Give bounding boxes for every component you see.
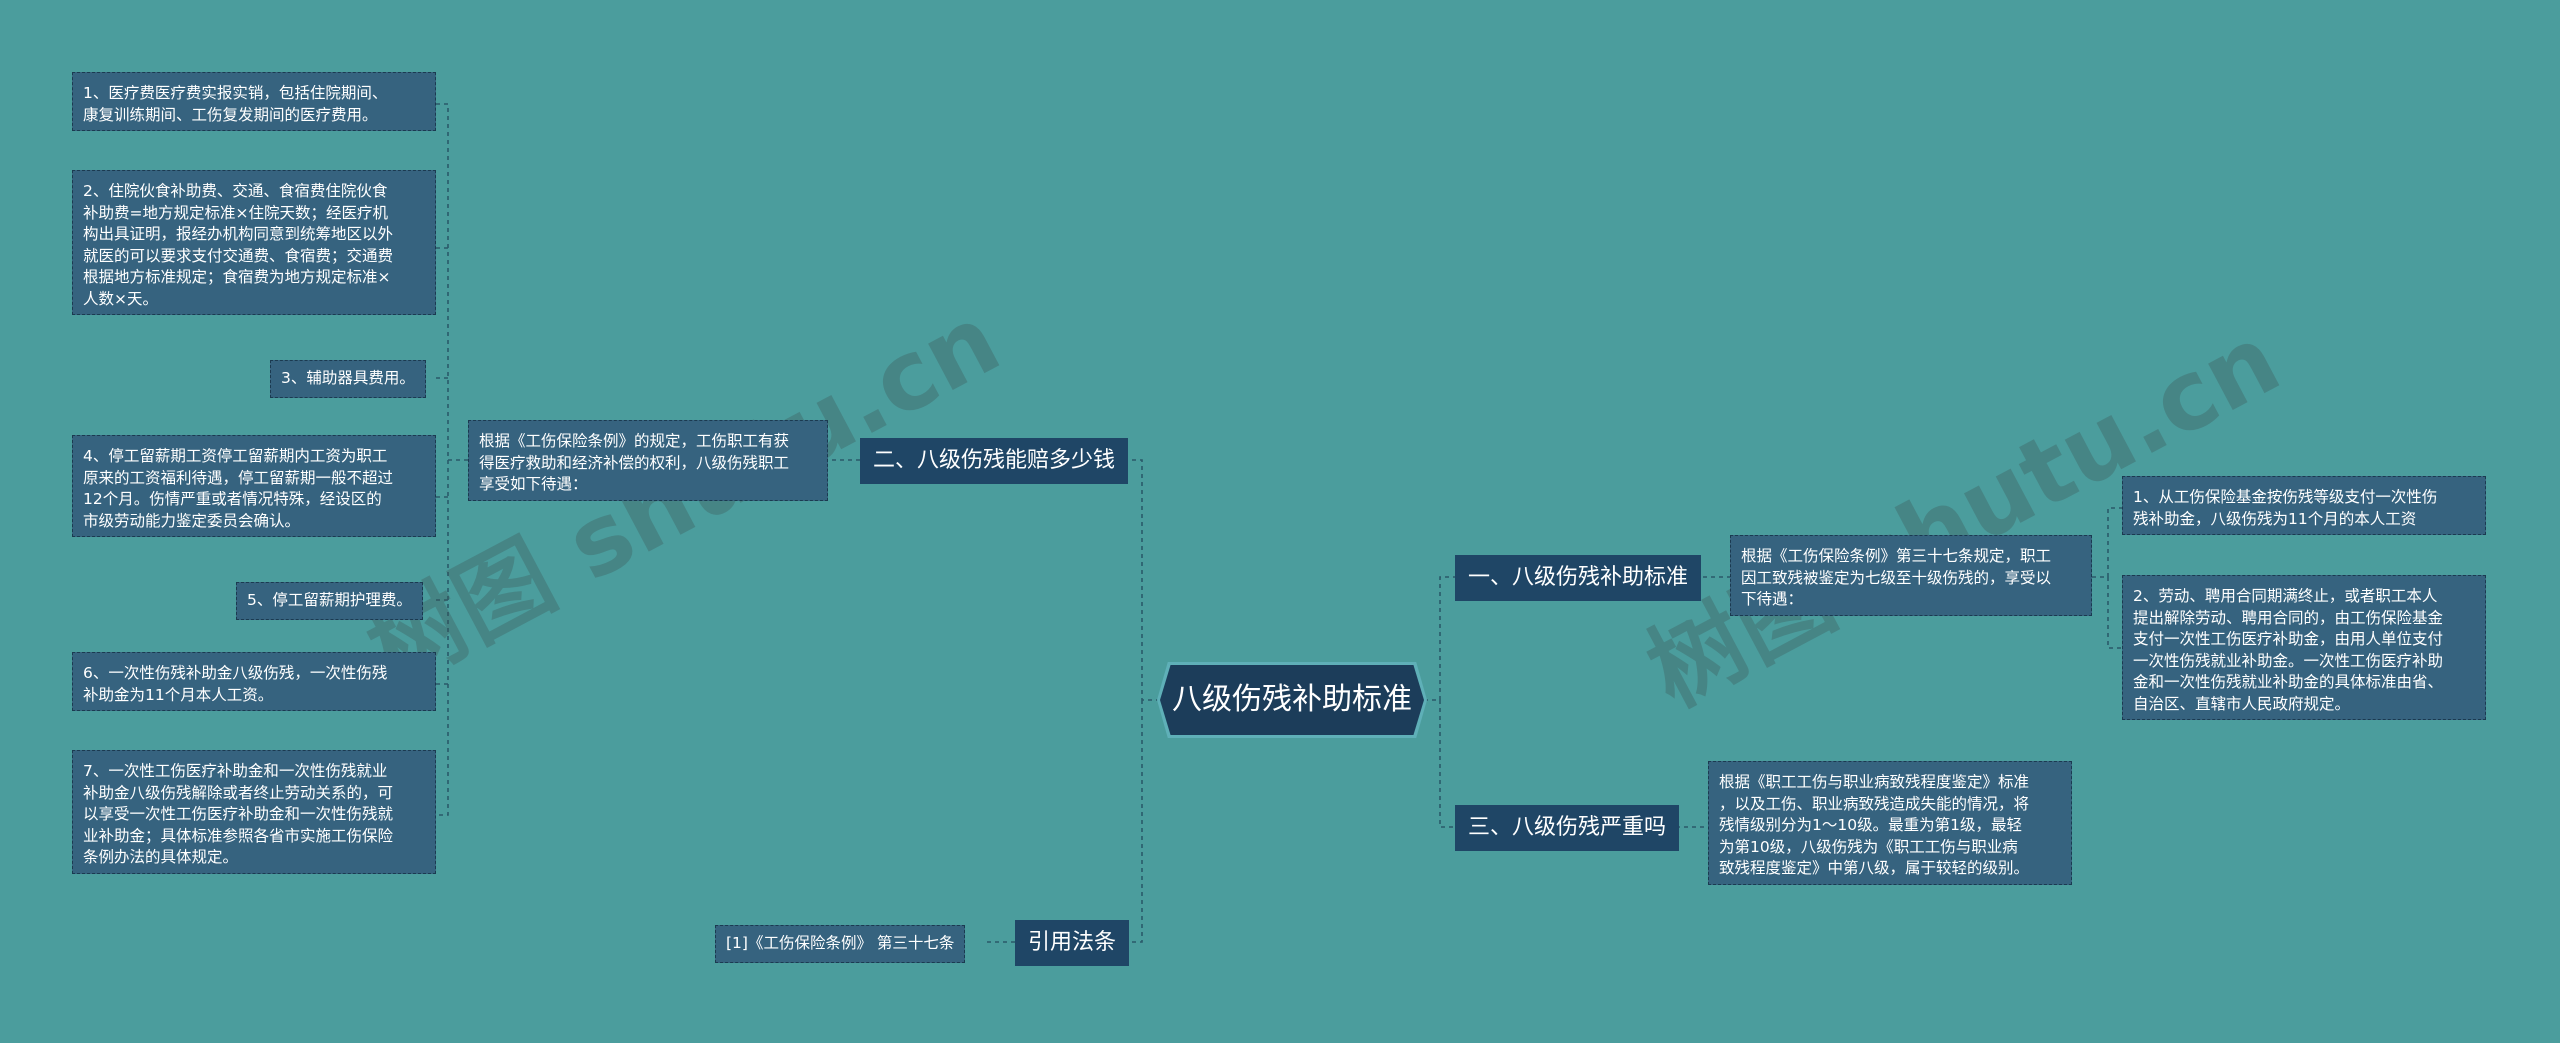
b2-item-7-node[interactable]: 7、一次性工伤医疗补助金和一次性伤残就业 补助金八级伤残解除或者终止劳动关系的，… — [72, 750, 436, 874]
branch-3-node[interactable]: 三、八级伤残严重吗 — [1455, 805, 1680, 851]
b2-item-4-node[interactable]: 4、停工留薪期工资停工留薪期内工资为职工 原来的工资福利待遇，停工留薪期一般不超… — [72, 435, 436, 537]
root-label: 八级伤残补助标准 — [1172, 682, 1412, 717]
branch-1-node[interactable]: 一、八级伤残补助标准 — [1455, 555, 1702, 601]
branch-2-node[interactable]: 二、八级伤残能赔多少钱 — [860, 438, 1129, 484]
link-root-branches-left — [1130, 459, 1160, 943]
link-root-branches-right — [1424, 576, 1455, 828]
b1-item-1-node[interactable]: 1、从工伤保险基金按伤残等级支付一次性伤 残补助金，八级伤残为11个月的本人工资 — [2122, 476, 2486, 535]
b1-item-2-node[interactable]: 2、劳动、聘用合同期满终止，或者职工本人 提出解除劳动、聘用合同的，由工伤保险基… — [2122, 575, 2486, 720]
branch-4-node[interactable]: 引用法条 — [1015, 920, 1130, 966]
b3-text-node[interactable]: 根据《职工工伤与职业病致残程度鉴定》标准 ，以及工伤、职业病致残造成失能的情况，… — [1708, 761, 2072, 885]
b2-item-6-node[interactable]: 6、一次性伤残补助金八级伤残，一次性伤残 补助金为11个月本人工资。 — [72, 652, 436, 711]
b2-item-3-node[interactable]: 3、辅助器具费用。 — [270, 360, 426, 398]
b1-intro-node[interactable]: 根据《工伤保险条例》第三十七条规定，职工 因工致残被鉴定为七级至十级伤残的，享受… — [1730, 535, 2092, 616]
b2-item-5-node[interactable]: 5、停工留薪期护理费。 — [236, 582, 423, 620]
b2-item-2-node[interactable]: 2、住院伙食补助费、交通、食宿费住院伙食 补助费=地方规定标准×住院天数；经医疗… — [72, 170, 436, 315]
root-node[interactable]: 八级伤残补助标准 — [1157, 662, 1427, 738]
b2-intro-node[interactable]: 根据《工伤保险条例》的规定，工伤职工有获 得医疗救助和经济补偿的权利，八级伤残职… — [468, 420, 828, 501]
link-b1-items — [2092, 507, 2122, 649]
link-b2-items — [436, 103, 468, 816]
b4-text-node[interactable]: [1]《工伤保险条例》 第三十七条 — [715, 925, 966, 963]
b2-item-1-node[interactable]: 1、医疗费医疗费实报实销，包括住院期间、 康复训练期间、工伤复发期间的医疗费用。 — [72, 72, 436, 131]
